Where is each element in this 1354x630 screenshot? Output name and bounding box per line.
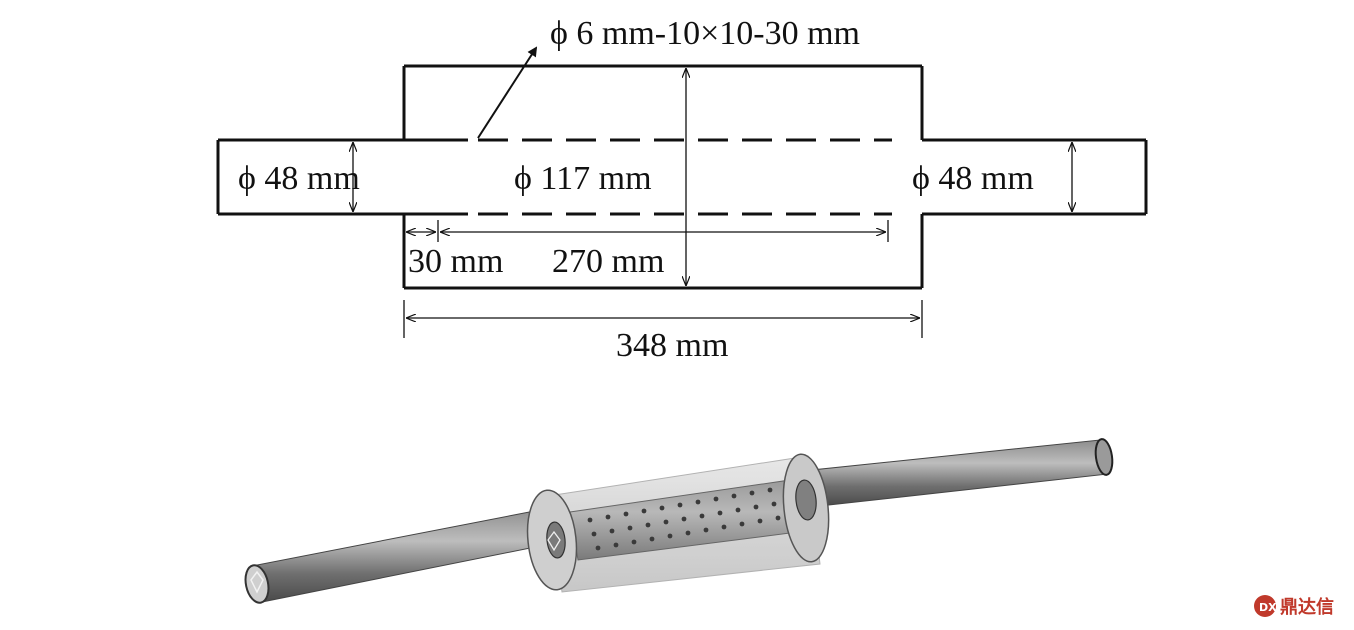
perforated-length-label: 270 mm [552,243,664,280]
watermark: DX 鼎达信 [1254,595,1334,618]
muffler-3d-model [244,438,1114,604]
inlet-pipe-3d [251,507,561,603]
watermark-logo-icon [1254,595,1276,617]
left-mesh-icon [547,530,561,552]
chamber-diameter-label: ϕ 117 mm [514,160,652,197]
section-drawing: ϕ 6 mm-10×10-30 mm ϕ 48 mm ϕ 117 mm ϕ 48… [216,15,1148,364]
left-pipe-diameter-label: ϕ 48 mm [238,160,360,197]
chamber-length-label: 348 mm [616,327,728,364]
inlet-mesh-icon [250,570,264,594]
perforation-holes [587,487,781,551]
inlet-pipe-opening [244,564,270,604]
left-end-plate-bore [546,521,566,559]
svg-text:DX: DX [1259,601,1277,614]
right-end-plate-bore [795,479,817,521]
outlet-pipe-end-cap [1094,438,1114,476]
right-pipe-diameter-label: ϕ 48 mm [912,160,1034,197]
watermark-text: 鼎达信 [1280,596,1334,618]
outlet-pipe-3d [811,439,1109,507]
hole-spec-label: ϕ 6 mm-10×10-30 mm [550,15,860,52]
offset-length-label: 30 mm [408,243,503,280]
hole-spec-leader-arrow [477,46,538,139]
